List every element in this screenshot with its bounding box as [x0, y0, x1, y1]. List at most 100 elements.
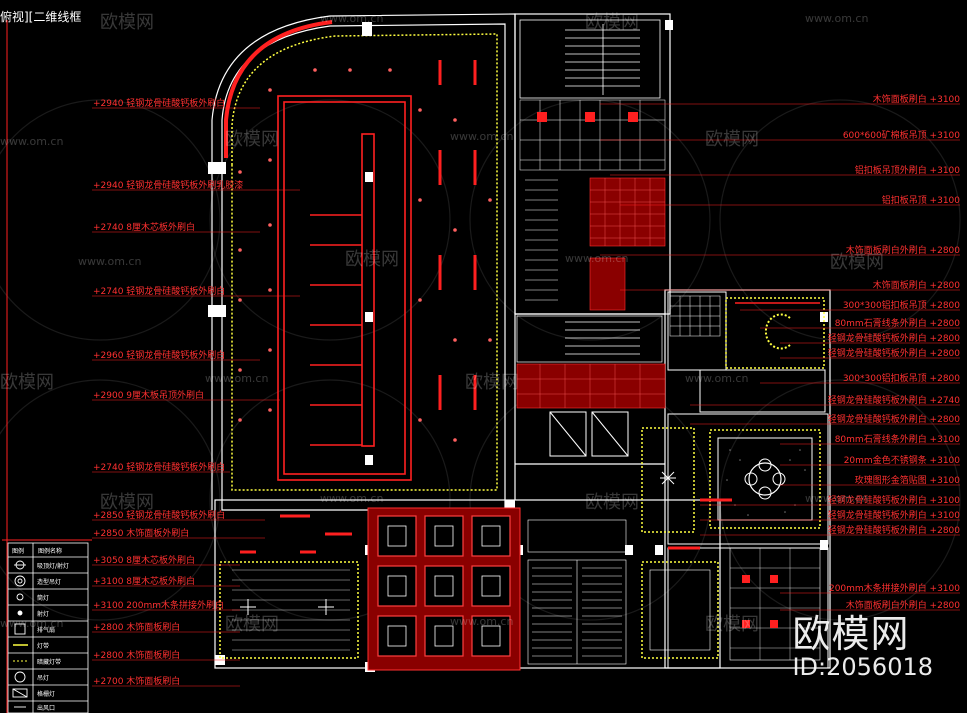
annotation-left: +3050 8厘木芯板外刷白 [93, 554, 195, 566]
annotation-right: 300*300铝扣板吊顶 +2800 [843, 299, 960, 311]
leader-lines [92, 103, 960, 687]
annotation-left: +3100 8厘木芯板外刷白 [93, 575, 195, 587]
annotation-left: +2740 轻钢龙骨硅酸钙板外刷白 [93, 285, 225, 297]
annotation-left: +2960 轻钢龙骨硅酸钙板外刷白 [93, 349, 225, 361]
legend-row-label: 射灯 [37, 610, 49, 618]
watermark-site: www.om.cn [78, 255, 141, 268]
legend-text: 图例 图例名称 吸顶灯/射灯 造型吊灯 筒灯 射灯 排气扇 灯带 暗藏灯带 吊灯… [12, 547, 69, 712]
corridor-hatch [525, 179, 558, 301]
watermark-brand: 欧模网 [0, 372, 54, 393]
legend-row-label: 吸顶灯/射灯 [37, 562, 69, 570]
annotation-left: +2940 轻钢龙骨硅酸钙板外刷乳胶漆 [93, 179, 243, 191]
watermark-brand: 欧模网 [100, 12, 154, 33]
annotation-right: 轻钢龙骨硅酸钙板外刷白 +2800 [828, 413, 961, 425]
rose-room-speckle [726, 449, 806, 516]
wood-strip-room [219, 561, 359, 659]
legend-row-label: 灯带 [37, 642, 49, 650]
lower-right-lights [742, 575, 778, 628]
annotation-right: 600*600矿棉板吊顶 +3100 [843, 129, 960, 141]
annotation-right: 木饰面板刷白 +2800 [873, 279, 961, 291]
watermark-site: www.om.cn [320, 492, 383, 505]
annotation-left: +2740 轻钢龙骨硅酸钙板外刷白 [93, 461, 225, 473]
watermark-site: www.om.cn [685, 372, 748, 385]
watermark-site: www.om.cn [0, 135, 63, 148]
annotation-right: 铝扣板吊顶外刷白 +3100 [855, 164, 961, 176]
staircase-lower [516, 315, 663, 363]
watermark-site: www.om.cn [805, 12, 868, 25]
watermark-site: www.om.cn [805, 492, 868, 505]
brand-watermark: 欧模网 ID:2056018 [792, 614, 933, 680]
brand-watermark-id: ID:2056018 [792, 653, 933, 681]
watermark-site: www.om.cn [205, 372, 268, 385]
legend-row-label: 吊灯 [37, 674, 49, 682]
staircase-top [519, 19, 661, 99]
watermark-site: www.om.cn [450, 130, 513, 143]
office-room [641, 561, 719, 659]
watermark-brand: 欧模网 [585, 12, 639, 33]
annotation-left: +2940 轻钢龙骨硅酸钙板外刷白 [93, 97, 225, 109]
annotation-right: 20mm金色不锈钢条 +3100 [844, 454, 961, 466]
coffered-grid [367, 507, 521, 671]
watermark-brand: 欧模网 [585, 492, 639, 513]
annotation-left: +3100 200mm木条拼接外刷白 [93, 599, 224, 611]
viewport-view-label[interactable]: 俯视][二维线框 [0, 10, 82, 24]
annotation-right: 轻钢龙骨硅酸钙板外刷白 +2800 [828, 524, 961, 536]
legend-row-label: 排气扇 [37, 626, 55, 634]
watermark-site: www.om.cn [565, 252, 628, 265]
legend-row-label: 出风口 [37, 704, 55, 712]
hall-light-strips [438, 60, 477, 410]
hall-ceiling [277, 95, 412, 481]
annotation-right: 木饰面板刷白外刷白 +2800 [846, 599, 961, 611]
annotation-left: +2800 木饰面板刷白 [93, 649, 180, 661]
annotation-right: 玫瑰图形金箔贴图 +3100 [855, 474, 961, 486]
aluminum-ceiling [516, 177, 666, 409]
watermark-brand: 欧模网 [705, 129, 759, 150]
watermark-brand: 欧模网 [345, 249, 399, 270]
watermark-brand: 欧模网 [465, 372, 519, 393]
annotations-right: 木饰面板刷白 +3100 600*600矿棉板吊顶 +3100 铝扣板吊顶外刷白… [828, 93, 961, 611]
watermark-brand: 欧模网 [705, 614, 759, 635]
annotations-left: +2940 轻钢龙骨硅酸钙板外刷白 +2940 轻钢龙骨硅酸钙板外刷乳胶漆 +2… [93, 97, 243, 687]
legend-table [7, 542, 89, 713]
watermarks: 欧模网 www.om.cn 欧模网 www.om.cn www.om.cn 欧模… [0, 12, 884, 635]
annotation-left: +2800 木饰面板刷白 [93, 621, 180, 633]
annotation-left: +2700 木饰面板刷白 [93, 675, 180, 687]
annotation-right: 轻钢龙骨硅酸钙板外刷白 +2740 [828, 394, 961, 406]
drawing-frame [2, 20, 92, 713]
grille-ceiling [527, 519, 627, 665]
legend-icons [12, 560, 28, 708]
meeting-room [725, 297, 825, 369]
annotation-right: 轻钢龙骨硅酸钙板外刷白 +3100 [828, 494, 961, 506]
annotation-left: +2850 木饰面板外刷白 [93, 527, 189, 539]
star-room [641, 427, 695, 533]
watermark-brand: 欧模网 [225, 129, 279, 150]
annotation-right: 铝扣板吊顶 +3100 [882, 194, 961, 206]
annotation-right: 80mm石膏线条外刷白 +3100 [835, 433, 961, 445]
annotation-right: 木饰面板刷白 +3100 [873, 93, 961, 105]
annotation-right: 轻钢龙骨硅酸钙板外刷白 +2800 [828, 347, 961, 359]
legend-row-label: 筒灯 [37, 594, 49, 602]
annotation-right: 木饰面板刷白外刷白 +2800 [846, 244, 961, 256]
ceiling-edge-dotted [231, 33, 498, 491]
watermark-site: www.om.cn [450, 615, 513, 628]
watermark-brand: 欧模网 [830, 252, 884, 273]
brand-watermark-name: 欧模网 [792, 612, 910, 656]
mineral-room-lights [537, 112, 638, 122]
annotation-left: +2900 9厘木板吊顶外刷白 [93, 389, 204, 401]
annotation-right: 轻钢龙骨硅酸钙板外刷白 +3100 [828, 509, 961, 521]
washroom-grid [669, 295, 721, 337]
annotation-left: +2850 轻钢龙骨硅酸钙板外刷白 [93, 509, 225, 521]
annotation-right: 200mm木条拼接外刷白 +3100 [829, 582, 960, 594]
curved-wall [224, 20, 333, 158]
rose-pattern-room [709, 429, 821, 529]
aluminum-grid [517, 178, 665, 408]
annotation-right: 300*300铝扣板吊顶 +2800 [843, 372, 960, 384]
watermark-site: www.om.cn [0, 617, 63, 630]
watermark-brand: 欧模网 [100, 492, 154, 513]
legend-row-label: 暗藏灯带 [37, 658, 61, 666]
legend-header-icon: 图例 [12, 547, 24, 555]
spot-lights [238, 68, 492, 442]
watermark-site: www.om.cn [320, 12, 383, 25]
